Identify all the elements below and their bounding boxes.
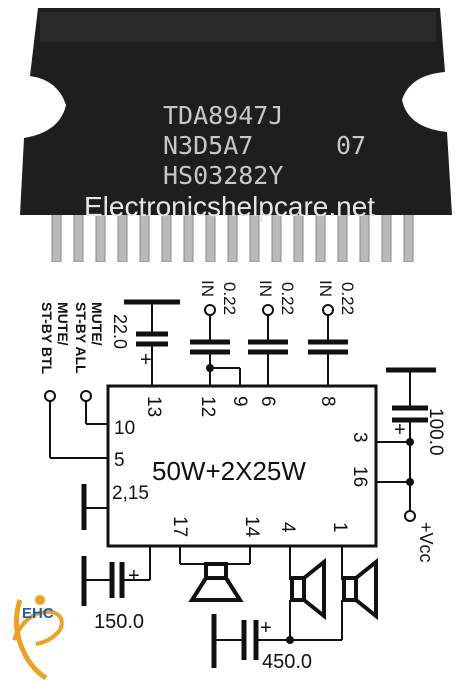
input-3-network	[308, 304, 348, 386]
in2-label: IN	[256, 280, 275, 297]
cap-in1-value: 0.22	[220, 282, 239, 315]
cap-150-value: 150.0	[94, 611, 144, 633]
logo-text: EHC	[22, 605, 54, 622]
cap-22	[124, 299, 180, 386]
pin-13: 13	[143, 396, 164, 417]
mute-all-line1: MUTE/	[89, 302, 105, 346]
pin-2-15: 2,15	[112, 483, 149, 504]
chip-marking-line1: TDA8947J	[163, 101, 283, 130]
chip-marking-line3: HS03282Y	[163, 161, 283, 190]
in1-label: IN	[198, 280, 217, 297]
mute-all-line2: ST-BY ALL	[73, 302, 89, 374]
pin-16: 16	[349, 466, 370, 487]
chip-body	[20, 8, 452, 215]
pin-10: 10	[114, 418, 135, 439]
cap-450-value: 450.0	[262, 651, 312, 673]
pin-9: 9	[229, 396, 250, 407]
cap-150-plus: +	[128, 565, 140, 587]
ic-body	[106, 384, 378, 548]
pin-1: 1	[329, 522, 350, 533]
cap-450-plus: +	[260, 617, 272, 639]
cap-450	[211, 614, 342, 668]
cap-100-plus: +	[394, 419, 406, 441]
mute-btl-line1: MUTE/	[55, 302, 71, 346]
cap-in2-value: 0.22	[278, 282, 297, 315]
speaker-main	[179, 546, 251, 602]
mute-inputs	[44, 390, 108, 530]
pin-12: 12	[197, 396, 218, 417]
cap-22-value: 22.0	[110, 314, 130, 349]
chip-photo: TDA8947J N3D5A7 07 HS03282Y Electronicsh…	[0, 0, 474, 262]
input-1-network	[190, 304, 241, 386]
mute-btl-line2: ST-BY BTL	[39, 302, 55, 375]
chip-marking-line2-right: 07	[336, 131, 366, 160]
pin-8: 8	[317, 396, 338, 407]
speaker-pin4	[289, 546, 326, 640]
ic-label: 50W+2X25W	[152, 456, 306, 486]
cap-150	[81, 546, 151, 606]
cap-22-plus: +	[140, 349, 152, 371]
cap-100-value: 100.0	[425, 408, 446, 456]
ehc-logo: EHC	[12, 595, 64, 681]
watermark: Electronicshelpcare.net	[84, 191, 375, 222]
supply-network	[376, 367, 436, 522]
pin-4: 4	[277, 522, 298, 533]
cap-in3-value: 0.22	[338, 282, 357, 315]
pin-6: 6	[257, 396, 278, 407]
speaker-pin1	[341, 546, 378, 640]
schematic: 50W+2X25W 13 12 9 6 8 10 5 2,15 3 16 17 …	[12, 280, 446, 681]
input-2-network	[248, 304, 288, 386]
pin-5: 5	[114, 450, 125, 471]
pin-17: 17	[169, 516, 190, 537]
pin-3: 3	[349, 432, 370, 443]
vcc-label: +Vcc	[416, 522, 436, 563]
chip-marking-line2: N3D5A7	[163, 131, 253, 160]
pin-14: 14	[241, 516, 262, 538]
in3-label: IN	[316, 280, 335, 297]
